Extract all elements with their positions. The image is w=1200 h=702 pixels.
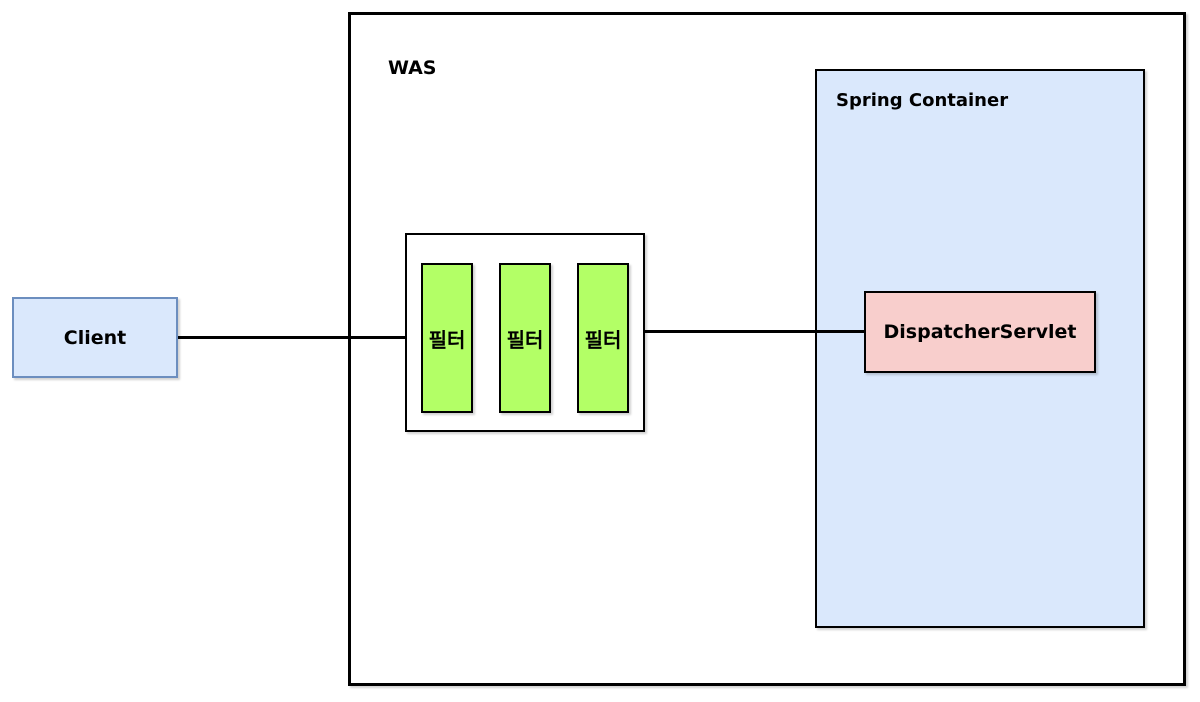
filter-node-2[interactable]: 필터 [499,263,551,413]
client-node[interactable]: Client [12,297,178,378]
filter-label: 필터 [428,327,466,352]
client-label: Client [63,326,127,349]
dispatcher-servlet-node[interactable]: DispatcherServlet [864,291,1096,373]
filter-node-1[interactable]: 필터 [421,263,473,413]
dispatcher-servlet-label: DispatcherServlet [883,321,1077,343]
spring-container-label: Spring Container [836,90,1009,111]
connector-client-to-filters [176,336,406,339]
filter-node-3[interactable]: 필터 [577,263,629,413]
was-label: WAS [388,57,437,79]
connector-filters-to-dispatcher [643,330,866,333]
filter-label: 필터 [506,327,544,352]
filter-label: 필터 [584,327,622,352]
